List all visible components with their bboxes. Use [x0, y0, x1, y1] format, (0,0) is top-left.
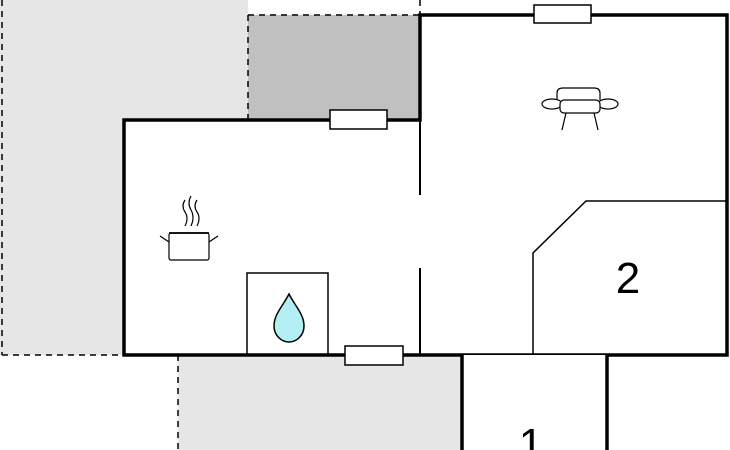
covered-terrace: [248, 15, 420, 120]
room-1-area: [462, 355, 607, 450]
window-kitchen: [329, 109, 388, 130]
bathroom-walls: [246, 272, 329, 355]
water-drop-icon: [273, 292, 305, 343]
window-top-right: [533, 4, 592, 24]
windows: [329, 4, 592, 366]
terrace-south: [178, 355, 462, 450]
room-2-wall: [532, 200, 727, 355]
terrace-north: [124, 0, 248, 120]
room-label-2: 2: [616, 254, 640, 303]
window-bottom: [344, 345, 404, 366]
outdoor-areas: [0, 0, 462, 450]
terrace-west: [0, 0, 124, 355]
sofa-icon: [541, 87, 619, 131]
interior-walls: [246, 120, 727, 355]
cooking-pot-icon: [159, 195, 219, 261]
room-label-1: 1: [519, 420, 543, 450]
